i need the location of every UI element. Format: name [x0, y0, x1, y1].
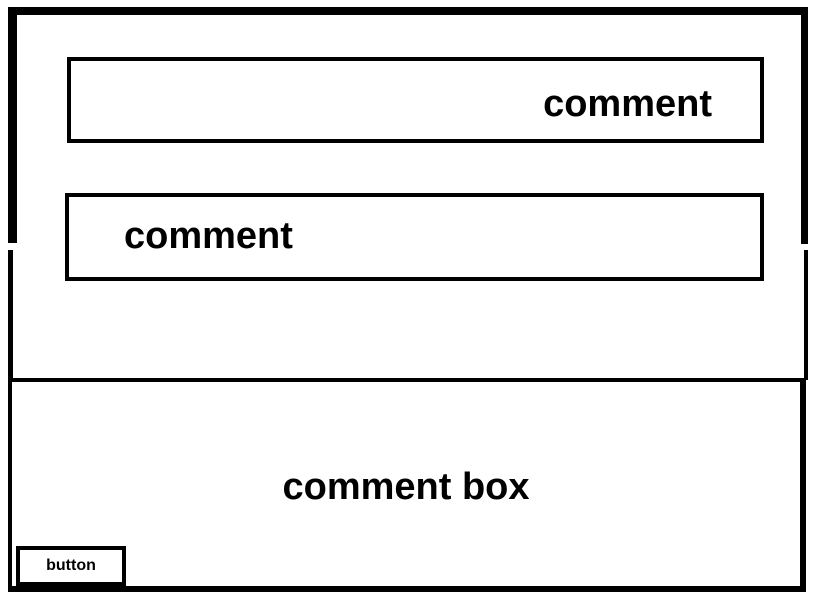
frame-top-border [8, 7, 808, 15]
comment-text: comment [543, 83, 712, 125]
frame-lower-left-border [8, 250, 13, 380]
comment-text: comment [124, 215, 293, 257]
frame-lower-right-border [804, 250, 808, 380]
comment-item: comment [67, 57, 764, 143]
frame-right-border [801, 7, 808, 244]
comment-item: comment [65, 193, 764, 281]
comment-box[interactable]: comment box button [8, 378, 806, 592]
submit-button[interactable]: button [16, 546, 126, 586]
comment-box-placeholder: comment box [282, 466, 530, 508]
frame-left-border [8, 7, 17, 243]
